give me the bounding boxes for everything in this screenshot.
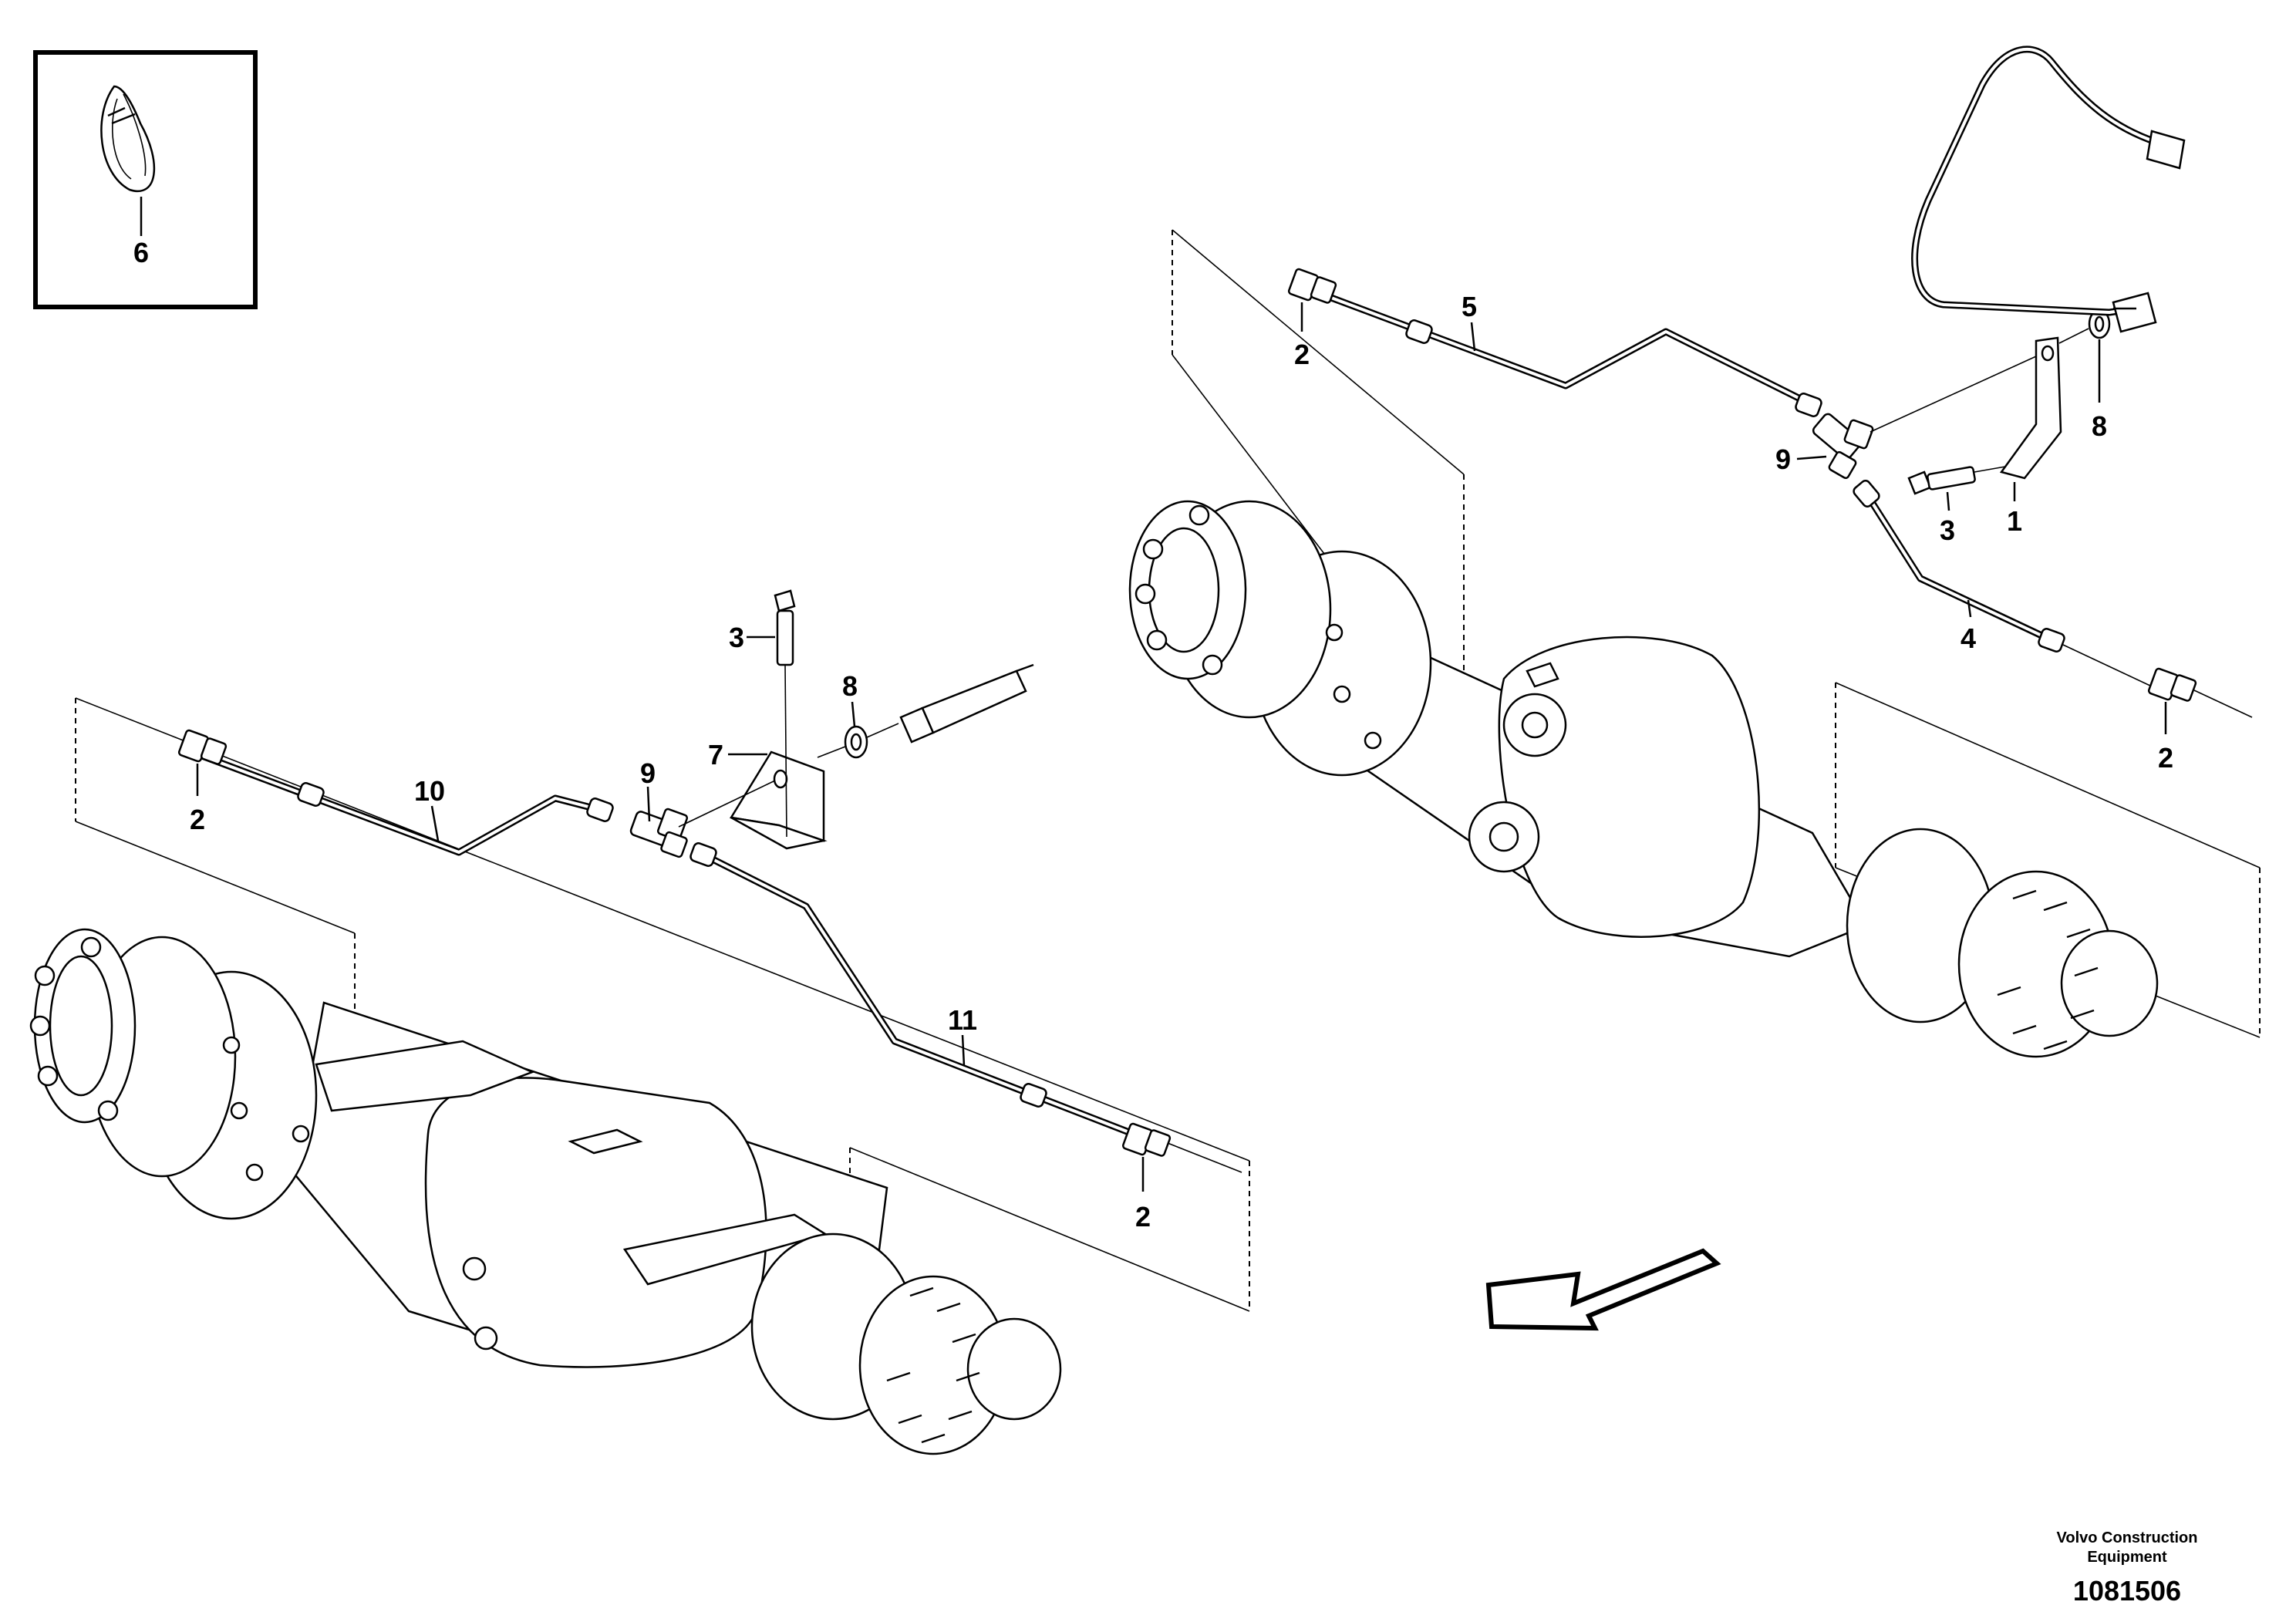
company-line-2: Equipment (2087, 1549, 2167, 1566)
right-assembly: 2 5 9 3 1 8 4 2 (1128, 46, 2261, 1058)
bracket-7 (729, 750, 828, 850)
company-line-1: Volvo Construction (2057, 1529, 2198, 1546)
callout-2-left-b: 2 (1135, 1201, 1151, 1233)
tee-fitting-left (629, 808, 689, 858)
pipe-10 (198, 752, 614, 856)
callout-10: 10 (414, 775, 445, 807)
direction-arrow-icon (1485, 1248, 1721, 1331)
drawing-number: 1081506 (2073, 1575, 2181, 1607)
pipe-5 (1315, 289, 1822, 417)
callout-7: 7 (708, 739, 723, 771)
callout-6: 6 (133, 237, 149, 268)
footer: Volvo Construction Equipment 1081506 (2057, 1529, 2198, 1607)
hose-stub-left (899, 663, 1034, 744)
union-fitting-right-b (2147, 667, 2253, 718)
rear-axle-housing (292, 1001, 888, 1368)
callout-3-left: 3 (729, 622, 744, 653)
callout-9-right: 9 (1775, 443, 1791, 475)
screw-3-right (1907, 466, 2006, 495)
union-fitting-right-a (1287, 268, 1337, 304)
callout-8-left: 8 (842, 670, 858, 702)
screw-3-left (774, 589, 796, 838)
callout-9-left: 9 (640, 757, 656, 789)
pipe-11 (689, 842, 1157, 1145)
pipe-4 (1853, 479, 2153, 687)
inset-box: 6 (33, 50, 258, 309)
front-left-hub (1128, 500, 1432, 777)
callout-3-right: 3 (1940, 514, 1955, 546)
right-hub-assembly (750, 1233, 1062, 1455)
callout-1: 1 (2007, 505, 2022, 537)
front-right-hub (1846, 828, 2159, 1058)
callout-2-right-b: 2 (2158, 742, 2173, 774)
union-fitting-left-a (177, 729, 228, 765)
left-hub-assembly (29, 928, 318, 1220)
callout-4: 4 (1961, 622, 1976, 654)
tee-fitting-right (1812, 413, 1874, 480)
callout-2-right-a: 2 (1294, 339, 1310, 370)
cable-tie-icon (100, 85, 156, 192)
bracket-1 (1999, 336, 2062, 480)
callout-8-right: 8 (2092, 410, 2107, 442)
left-assembly: 2 10 9 7 3 8 11 2 (29, 589, 1250, 1455)
washer-8-left (817, 723, 899, 759)
callout-5: 5 (1462, 291, 1477, 322)
callout-11: 11 (948, 1004, 977, 1036)
washer-8-right (2058, 309, 2111, 344)
union-fitting-left-b (1121, 1122, 1242, 1173)
hydraulic-hose (1911, 46, 2186, 333)
callout-2-left-a: 2 (190, 804, 205, 835)
